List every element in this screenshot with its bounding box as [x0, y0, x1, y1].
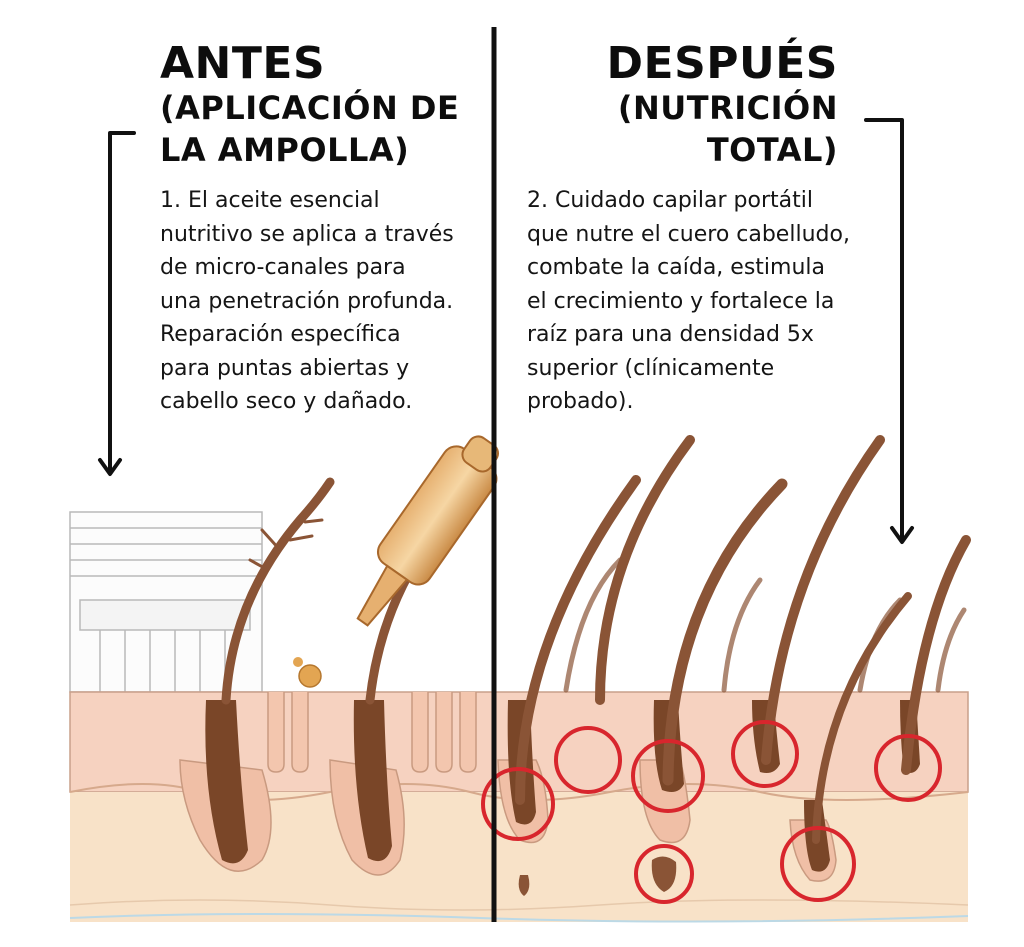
after-line-6: superior (clínicamente [527, 355, 775, 381]
arrow-left-icon [98, 131, 136, 476]
before-line-6: para puntas abiertas y [160, 355, 410, 381]
highlight-circles [481, 720, 942, 904]
before-subtitle-line-1: (APLICACIÓN DE [160, 89, 460, 127]
before-line-7: cabello seco y dañado. [160, 389, 413, 414]
follicles-before [179, 700, 405, 876]
after-line-2: que nutre el cuero cabelludo, [527, 221, 850, 247]
arrow-right-icon [864, 118, 914, 544]
before-description: 1. El aceite esencial nutritivo se aplic… [160, 184, 454, 419]
micro-channels [267, 692, 477, 773]
ampoule-icon [293, 435, 500, 688]
before-line-5: Reparación específica [160, 322, 401, 347]
after-subtitle-line-1: (NUTRICIÓN [617, 89, 838, 127]
after-line-4: el crecimiento y fortalece la [527, 288, 835, 314]
after-line-5: raíz para una densidad 5x [527, 322, 814, 347]
device-illustration [69, 511, 263, 693]
before-subtitle-line-2: LA AMPOLLA) [160, 131, 410, 169]
healthy-hairs [515, 435, 971, 844]
before-line-2: nutritivo se aplica a través [160, 221, 454, 247]
before-line-3: de micro-canales para [160, 255, 406, 280]
after-description: 2. Cuidado capilar portátil que nutre el… [527, 184, 850, 419]
after-line-1: 2. Cuidado capilar portátil [527, 188, 813, 213]
before-title: ANTES [160, 38, 326, 89]
after-subtitle-line-2: TOTAL) [706, 131, 838, 169]
before-line-1: 1. El aceite esencial [160, 188, 380, 213]
after-line-3: combate la caída, estimula [527, 255, 825, 280]
after-line-7: probado). [527, 389, 634, 414]
after-title: DESPUÉS [606, 38, 838, 89]
before-line-4: una penetración profunda. [160, 288, 454, 314]
